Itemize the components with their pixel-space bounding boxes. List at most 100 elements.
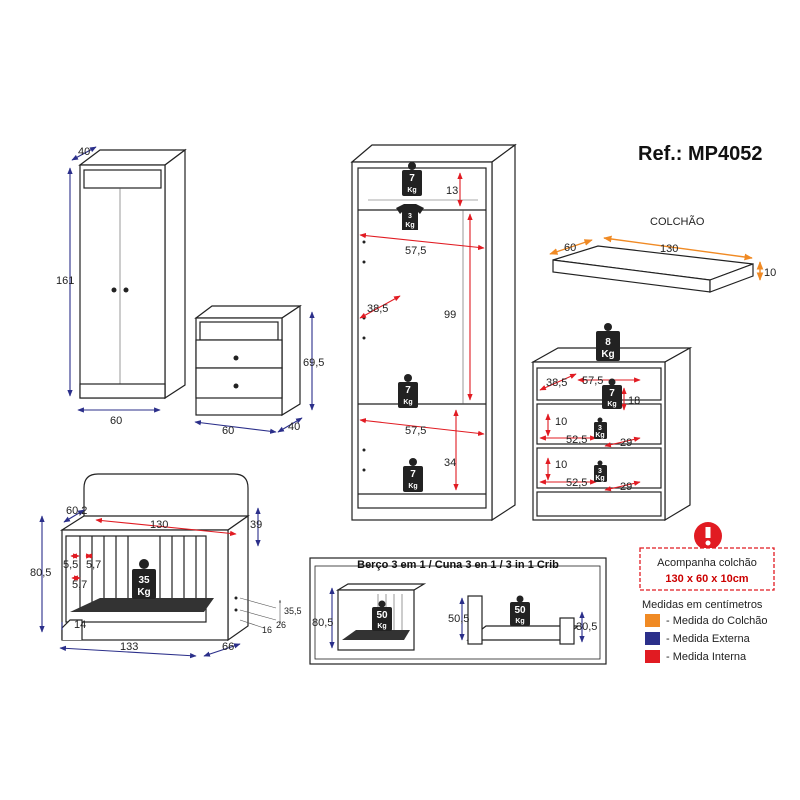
- wardrobe-interior: 13 57,5 38,5 99 57,5 34 7 Kg 3 Kg 7 Kg: [350, 143, 517, 522]
- wardrobe-bottom-height-label: 34: [444, 457, 456, 469]
- wardrobe-shelf-width-label: 38,5: [367, 303, 388, 315]
- legend-swatch-blue: [645, 632, 660, 645]
- crib-modes-title: Berço 3 em 1 / Cuna 3 en 1 / 3 in 1 Crib: [357, 559, 559, 571]
- weight-unit: Kg: [607, 401, 616, 408]
- mode2-height-label: 50,5: [448, 613, 469, 625]
- mattress-length-label: 130: [660, 243, 678, 255]
- crib-base-h2-label: 26: [276, 620, 286, 630]
- door-knob-icon: [111, 287, 117, 293]
- alert-icon-bar: [705, 527, 711, 538]
- wardrobe-depth-label: 40: [78, 146, 90, 158]
- mattress: COLCHÃO 60 130 10: [549, 215, 776, 293]
- weight-value: 7: [409, 173, 415, 184]
- hanger-weight-unit: Kg: [405, 222, 414, 229]
- weight-tag-icon: 8 Kg: [596, 323, 620, 361]
- dresser: 8 Kg 38,5 57,5 18 7 Kg 10 52,5 29 3 Kg 1…: [530, 323, 693, 522]
- weight-value: 35: [138, 575, 150, 586]
- reference-code: Ref.: MP4052: [638, 143, 763, 165]
- wardrobe-exterior: 40 161 60: [56, 146, 187, 427]
- wardrobe-width-label: 60: [110, 415, 122, 427]
- mattress-note: Acompanha colchão 130 x 60 x 10cm: [639, 522, 775, 591]
- crib-inner-length-label: 130: [150, 519, 168, 531]
- weight-tag-icon: 7 Kg: [398, 374, 418, 408]
- weight-unit: Kg: [407, 187, 416, 194]
- door-knob-icon: [123, 287, 129, 293]
- drawer-knob-icon: [233, 355, 239, 361]
- wardrobe-top-width-label: 57,5: [405, 245, 426, 257]
- weight-unit: Kg: [403, 399, 412, 406]
- crib-gap-c-label: 5,7: [72, 579, 87, 591]
- mattress-width-label: 60: [564, 242, 576, 254]
- drawer2-depth-label: 29: [620, 481, 632, 493]
- weight-value: 7: [609, 388, 615, 399]
- weight-value: 50: [514, 605, 526, 616]
- legend-swatch-orange: [645, 614, 660, 627]
- weight-value: 7: [410, 469, 416, 480]
- mode3-height-label: 30,5: [576, 621, 597, 633]
- nightstand-height-label: 69,5: [303, 357, 324, 369]
- weight-value: 3: [598, 468, 602, 475]
- legend: Medidas em centímetros - Medida do Colch…: [642, 599, 768, 663]
- dresser-shelf-left-label: 38,5: [546, 377, 567, 389]
- weight-tag-icon: 3 Kg: [594, 417, 607, 439]
- weight-value: 8: [605, 337, 611, 348]
- mattress-height-label: 10: [764, 267, 776, 279]
- nightstand-width-label: 60: [222, 425, 234, 437]
- crib: 60,2 130 39 80,5 5,5 5,7 5,7 35 Kg 35,5 …: [30, 473, 302, 659]
- crib-base-h1-label: 35,5: [284, 606, 302, 616]
- weight-tag-icon: 3 Kg: [594, 460, 607, 482]
- crib-base-h3-label: 16: [262, 625, 272, 635]
- wardrobe-height-label: 161: [56, 275, 74, 287]
- legend-title: Medidas em centímetros: [642, 599, 763, 611]
- weight-unit: Kg: [595, 432, 604, 439]
- mattress-title: COLCHÃO: [650, 215, 705, 228]
- weight-tag-icon: 7 Kg: [402, 162, 422, 196]
- drawer2-width-label: 52,5: [566, 477, 587, 489]
- crib-modes-box: Berço 3 em 1 / Cuna 3 en 1 / 3 in 1 Crib…: [309, 557, 607, 665]
- weight-tag-icon: 7 Kg: [403, 458, 423, 492]
- weight-tag-icon: 7 Kg: [602, 378, 622, 409]
- drawer-knob-icon: [233, 383, 239, 389]
- weight-tag-icon: 50 Kg: [372, 600, 392, 631]
- weight-unit: Kg: [595, 475, 604, 482]
- dresser-shelf-width-label: 57,5: [582, 375, 603, 387]
- weight-unit: Kg: [601, 349, 614, 360]
- weight-tag-icon: 50 Kg: [510, 595, 530, 626]
- weight-value: 3: [598, 425, 602, 432]
- crib-gap-a-label: 5,5: [63, 559, 78, 571]
- drawer1-height-label: 10: [555, 416, 567, 428]
- weight-unit: Kg: [515, 618, 524, 625]
- note-line1: Acompanha colchão: [657, 557, 757, 569]
- dresser-shelf-height-label: 18: [628, 395, 640, 407]
- legend-item-externa: - Medida Externa: [666, 633, 751, 645]
- crib-leg-label: 14: [74, 619, 86, 631]
- shirt-hanger-icon: 3 Kg: [396, 204, 424, 230]
- mode1-height-label: 80,5: [312, 617, 333, 629]
- crib-top-depth-label: 60,2: [66, 505, 87, 517]
- crib-gap-b-label: 5,7: [86, 559, 101, 571]
- nightstand-depth-label: 40: [288, 421, 300, 433]
- weight-unit: Kg: [137, 587, 150, 598]
- crib-height-label: 80,5: [30, 567, 51, 579]
- legend-item-colchao: - Medida do Colchão: [666, 615, 768, 627]
- crib-rail-height-label: 39: [250, 519, 262, 531]
- wardrobe-mid-width-label: 57,5: [405, 425, 426, 437]
- weight-unit: Kg: [377, 623, 386, 630]
- drawer2-height-label: 10: [555, 459, 567, 471]
- drawer1-depth-label: 29: [620, 437, 632, 449]
- legend-item-interna: - Medida Interna: [666, 651, 747, 663]
- crib-length-label: 133: [120, 641, 138, 653]
- drawer1-width-label: 52,5: [566, 434, 587, 446]
- note-line2: 130 x 60 x 10cm: [665, 573, 748, 585]
- weight-unit: Kg: [408, 483, 417, 490]
- weight-tag-icon: 35 Kg: [132, 559, 156, 599]
- nightstand: 69,5 60 40: [194, 304, 324, 437]
- wardrobe-hang-height-label: 99: [444, 309, 456, 321]
- alert-icon-dot: [705, 540, 711, 546]
- crib-depth-label: 66: [222, 641, 234, 653]
- hanger-weight-value: 3: [408, 213, 412, 220]
- legend-swatch-red: [645, 650, 660, 663]
- weight-value: 7: [405, 385, 411, 396]
- wardrobe-top-gap-label: 13: [446, 185, 458, 197]
